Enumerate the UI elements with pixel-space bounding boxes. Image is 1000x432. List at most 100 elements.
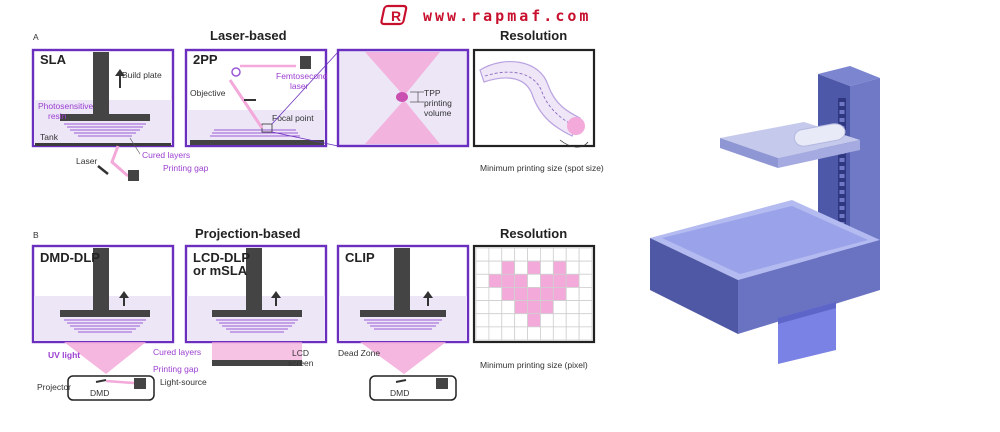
rail-slot — [839, 182, 845, 186]
dmd-cured-layers-label: Cured layers — [153, 347, 201, 357]
pixel-filled — [527, 287, 541, 301]
pixel-filled — [540, 287, 554, 301]
pixel-empty — [488, 326, 503, 341]
row-a-letter: A — [33, 32, 39, 42]
sla-build-plate-label: Build plate — [122, 70, 162, 80]
res-a-title: Resolution — [500, 28, 567, 43]
pixel-empty — [578, 313, 593, 328]
pixel-empty — [501, 313, 516, 328]
pixel-filled — [565, 273, 580, 288]
pixel-empty — [540, 260, 554, 275]
clip-title: CLIP — [345, 250, 375, 265]
pixel-empty — [475, 300, 490, 315]
tpp-femto-label-1: Femtosecond — [276, 71, 328, 81]
rail-slot — [839, 158, 845, 162]
pixel-empty — [527, 326, 541, 341]
dmd-printing-gap-label: Printing gap — [153, 364, 199, 374]
sla-laser-label: Laser — [76, 156, 97, 166]
logo-letters: R — [391, 8, 401, 24]
pixel-filled — [501, 260, 516, 275]
pixel-empty — [475, 273, 490, 288]
dmd-uv-light-label: UV light — [48, 350, 80, 360]
pixel-empty — [578, 260, 593, 275]
sla-resin-label-2: resin — [48, 111, 67, 121]
zoom-line-bottom — [271, 131, 339, 147]
zoom-tpp-label-3: volume — [424, 108, 452, 118]
row-a-group-title: Laser-based — [210, 28, 287, 43]
rail-slot — [839, 214, 845, 218]
dmd-light-source-label: Light-source — [160, 377, 207, 387]
pixel-empty — [578, 300, 593, 315]
lcd-title-2: or mSLA — [193, 263, 248, 278]
rail-slot — [839, 190, 845, 194]
pixel-filled — [501, 273, 516, 288]
pixel-filled — [488, 273, 503, 288]
pixel-grid — [475, 247, 593, 341]
pixel-empty — [475, 260, 490, 275]
sla-cured-layers-label: Cured layers — [142, 150, 190, 160]
zoom-tpp-label-2: printing — [424, 98, 452, 108]
pixel-empty — [540, 326, 554, 341]
rail-slot — [839, 166, 845, 170]
pixel-empty — [578, 326, 593, 341]
pixel-empty — [540, 247, 554, 262]
pixel-empty — [501, 300, 516, 315]
rail-slot — [839, 198, 845, 202]
res-b-panel — [472, 244, 596, 344]
pixel-empty — [565, 300, 580, 315]
res-a-caption: Minimum printing size (spot size) — [480, 163, 604, 173]
pixel-empty — [488, 247, 503, 262]
pixel-empty — [527, 247, 541, 262]
sla-title: SLA — [40, 52, 67, 67]
pixel-filled — [527, 300, 541, 315]
lcd-title-1: LCD-DLP — [193, 250, 250, 265]
pixel-filled — [552, 287, 567, 301]
zoom-tpp-label-1: TPP — [424, 88, 441, 98]
row-b-letter: B — [33, 230, 39, 240]
rail-slot — [839, 118, 845, 122]
res-b-title: Resolution — [500, 226, 567, 241]
tpp-focal-point-label: Focal point — [272, 113, 314, 123]
pixel-filled — [552, 273, 567, 288]
pixel-empty — [475, 247, 490, 262]
watermark: R www.rapmaf.com — [380, 4, 591, 26]
pixel-empty — [552, 326, 567, 341]
sla-resin-label-1: Photosensitive — [38, 101, 94, 111]
dmd-dmd-label: DMD — [90, 388, 109, 398]
pixel-empty — [578, 273, 593, 288]
pixel-empty — [565, 260, 580, 275]
printer-illustration — [650, 66, 880, 364]
clip-dead-zone-label: Dead Zone — [338, 348, 380, 358]
pixel-empty — [475, 287, 490, 301]
pixel-empty — [565, 287, 580, 301]
lcd-panel: LCD-DLP or mSLA LCD screen — [184, 244, 328, 368]
pixel-empty — [501, 326, 516, 341]
rail-slot — [839, 110, 845, 114]
pixel-empty — [578, 287, 593, 301]
pixel-filled — [514, 287, 528, 301]
row-b-group-title: Projection-based — [195, 226, 301, 241]
pixel-empty — [514, 260, 528, 275]
pixel-empty — [475, 326, 490, 341]
pixel-empty — [488, 287, 503, 301]
pixel-empty — [488, 260, 503, 275]
clip-dmd-label: DMD — [390, 388, 409, 398]
tpp-zoom-panel: TPP printing volume — [336, 48, 470, 148]
pixel-filled — [552, 260, 567, 275]
rail-slot — [839, 174, 845, 178]
tpp-femto-label-2: laser — [290, 81, 309, 91]
sla-tank-label: Tank — [40, 132, 59, 142]
brand-url: www.rapmaf.com — [423, 7, 591, 25]
pixel-empty — [578, 247, 593, 262]
pixel-empty — [488, 313, 503, 328]
pixel-filled — [514, 273, 528, 288]
rail-slot — [839, 206, 845, 210]
dmd-panel: DMD-DLP UV light Cured layers Printing g… — [31, 244, 207, 401]
rapmaf-logo: R — [380, 4, 408, 26]
pixel-filled — [540, 300, 554, 315]
pixel-empty — [552, 247, 567, 262]
sla-panel: SLA Build plate Photosensitive resin Tan… — [31, 48, 209, 181]
dmd-cured-layers — [64, 319, 146, 333]
pixel-empty — [552, 313, 567, 328]
